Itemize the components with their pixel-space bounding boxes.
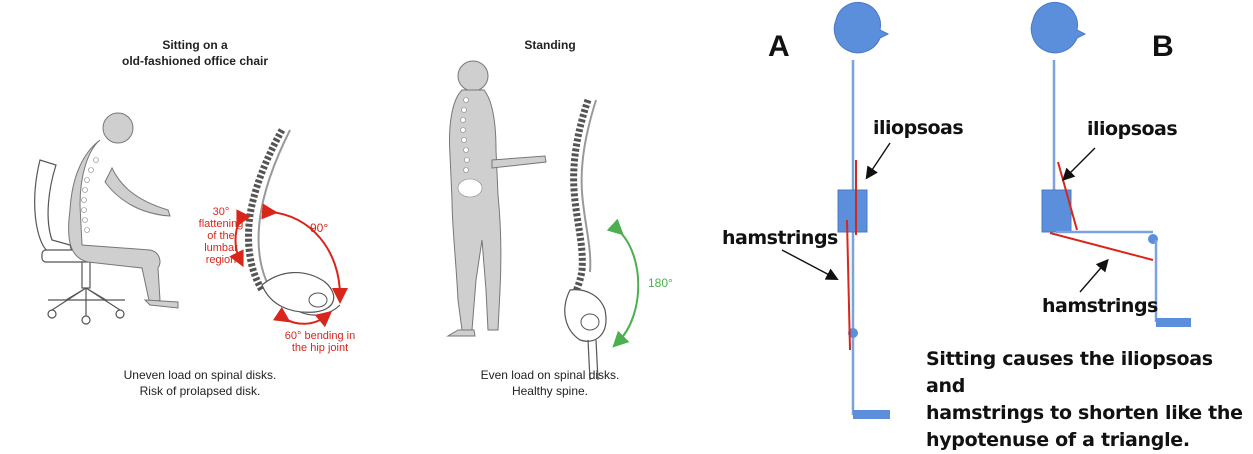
- standing-angle-arc: [606, 218, 640, 348]
- note-line2: hamstrings to shorten like the: [926, 402, 1243, 424]
- hip-bending-label: 60° bending in the hip joint: [270, 330, 370, 354]
- angle-90-label: 90°: [310, 221, 329, 235]
- note-line3: hypotenuse of a triangle.: [926, 429, 1190, 451]
- sitting-caption: Uneven load on spinal disks. Risk of pro…: [80, 367, 320, 399]
- flattening-line4: lumbar: [204, 242, 238, 254]
- label-b: B: [1152, 30, 1174, 63]
- sitting-caption-line2: Risk of prolapsed disk.: [139, 384, 261, 398]
- sitting-person-figure: [34, 112, 179, 325]
- standing-caption: Even load on spinal disks. Healthy spine…: [430, 367, 670, 399]
- sitting-angle-arcs: [229, 203, 348, 328]
- label-a: A: [768, 30, 790, 63]
- hip-bending-line2: the hip joint: [291, 342, 349, 354]
- sitting-title: Sitting on a old-fashioned office chair: [90, 37, 300, 69]
- sitting-caption-line1: Uneven load on spinal disks.: [123, 368, 277, 382]
- flattening-line3: of the: [207, 230, 235, 242]
- hamstrings-a-label: hamstrings: [722, 227, 838, 249]
- angle-180-label: 180°: [648, 276, 673, 290]
- iliopsoas-a-label: iliopsoas: [873, 117, 964, 139]
- standing-title: Standing: [524, 38, 576, 52]
- standing-caption-line1: Even load on spinal disks.: [480, 368, 620, 382]
- iliopsoas-b-label: iliopsoas: [1087, 118, 1178, 140]
- hamstrings-b-label: hamstrings: [1042, 295, 1158, 317]
- flattening-line1: 30°: [212, 206, 230, 218]
- model-b-arrows: [1062, 147, 1109, 293]
- hip-bending-line1: 60° bending in: [284, 330, 356, 342]
- sitting-title-line1: Sitting on a: [162, 38, 228, 52]
- flattening-line5: region: [205, 254, 237, 266]
- flattening-label: 30° flattening of the lumbar region: [196, 206, 246, 266]
- model-b-figure: [1030, 1, 1191, 327]
- standing-caption-line2: Healthy spine.: [511, 384, 589, 398]
- sitting-title-line2: old-fashioned office chair: [121, 54, 268, 68]
- model-a-figure: [833, 1, 890, 419]
- standing-spine-skeleton: [564, 98, 607, 381]
- model-a-arrows: [781, 142, 891, 280]
- explanation-note: Sitting causes the iliopsoas and hamstri…: [926, 346, 1251, 454]
- note-line1: Sitting causes the iliopsoas and: [926, 348, 1213, 397]
- standing-person-spine: [457, 97, 483, 198]
- standing-person-figure: [446, 60, 547, 337]
- flattening-line2: flattening: [198, 218, 244, 230]
